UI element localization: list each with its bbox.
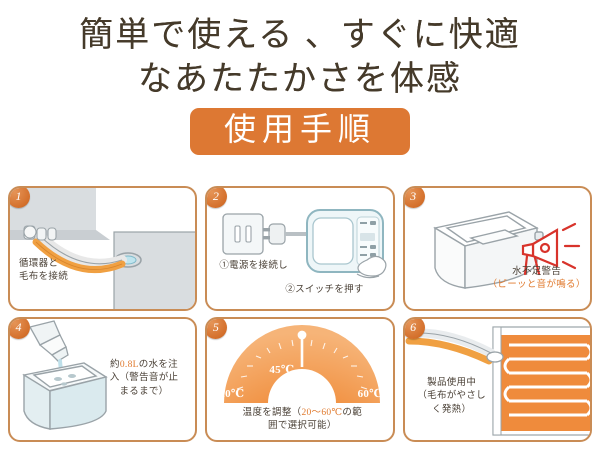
usage-steps-banner: 使用手順 — [189, 108, 410, 155]
caption-rest: の水を注 — [138, 360, 178, 370]
step-panel-4: 4 — [8, 317, 198, 442]
step-caption-1-line-2: 毛布を接続 — [19, 272, 69, 283]
gauge-current-label: 45℃ — [269, 364, 295, 376]
temperature-range-value: 20〜60℃ — [301, 408, 343, 418]
step-caption-1-line-1: 循環器と — [19, 259, 59, 269]
banner-container: 使用手順 — [0, 108, 600, 155]
step-caption-6-line-3: く発熱） — [432, 404, 472, 415]
hose-connector-icon — [10, 188, 196, 309]
step-caption-2-line-2: ②スイッチを押す — [285, 285, 364, 295]
banner-label: 使用手順 — [223, 111, 376, 148]
step-caption-5: 温度を調整（20〜60℃の範 囲で選択可能） — [213, 407, 391, 434]
temperature-gauge-icon — [207, 319, 392, 440]
steps-grid: 1 — [8, 186, 592, 442]
gauge-max-label: 60℃ — [357, 388, 383, 400]
step-number-badge-3: 3 — [404, 188, 425, 208]
step-caption-1: 循環器と 毛布を接続 — [19, 258, 68, 285]
step-caption-3: 水不足警告 （ピーッと音が鳴る） — [487, 266, 587, 293]
water-amount-value: 0.8L — [119, 360, 139, 370]
plug-body — [263, 223, 308, 245]
step-number-badge-5: 5 — [207, 319, 228, 339]
step-caption-6-line-1: 製品使用中 — [427, 378, 477, 388]
gauge-min-label: 20℃ — [219, 388, 245, 400]
step-caption-2-line-1: ①電源を接続し — [219, 261, 288, 271]
headline-line-2: なあたたかさを体感 — [0, 58, 600, 102]
caption-5-a: 温度を調整（ — [242, 408, 302, 418]
step-caption-5-line-2: 囲で選択可能） — [268, 421, 337, 432]
step-number-badge-1: 1 — [10, 188, 30, 208]
water-pour-icon — [10, 319, 195, 440]
step-caption-3-sub: （ピーッと音が鳴る） — [487, 280, 586, 291]
step-caption-4-line-2: 入（警告音が止 — [109, 373, 179, 384]
step-number-badge-4: 4 — [10, 319, 30, 339]
step-panel-2: 2 — [205, 186, 395, 311]
heated-blanket-icon — [405, 319, 590, 440]
page-title: 簡単で使える 、すぐに快適 なあたたかさを体感 — [0, 0, 600, 101]
step-caption-6-line-2: （毛布がやさし — [417, 391, 486, 402]
step-number-badge-2: 2 — [207, 188, 228, 208]
step-caption-4: 約0.8Lの水を注 入（警告音が止 まるまで） — [96, 359, 192, 399]
power-plug-icon — [207, 188, 392, 309]
step-caption-3-line-1: 水不足警告 — [512, 267, 562, 277]
water-tank-icon — [405, 188, 590, 309]
step-caption-6: 製品使用中 （毛布がやさし く発熱） — [413, 377, 491, 417]
step-panel-5: 5 — [205, 317, 395, 442]
step-caption-4-line-1: 約0.8Lの水を注 — [96, 359, 192, 372]
caption-5-c: の範 — [342, 408, 362, 418]
step-caption-5-line-1: 温度を調整（20〜60℃の範 — [213, 407, 391, 420]
step-panel-6: 6 — [402, 317, 592, 442]
step-caption-4-line-3: まるまで） — [119, 386, 169, 397]
headline-line-1: 簡単で使える 、すぐに快適 — [0, 14, 600, 58]
caption-prefix: 約 — [110, 360, 120, 370]
pointing-hand — [357, 255, 387, 279]
megaphone-icon — [405, 188, 590, 309]
step-panel-1: 1 — [8, 186, 198, 311]
step-panel-3: 3 — [402, 186, 592, 311]
step-number-badge-6: 6 — [404, 319, 425, 339]
